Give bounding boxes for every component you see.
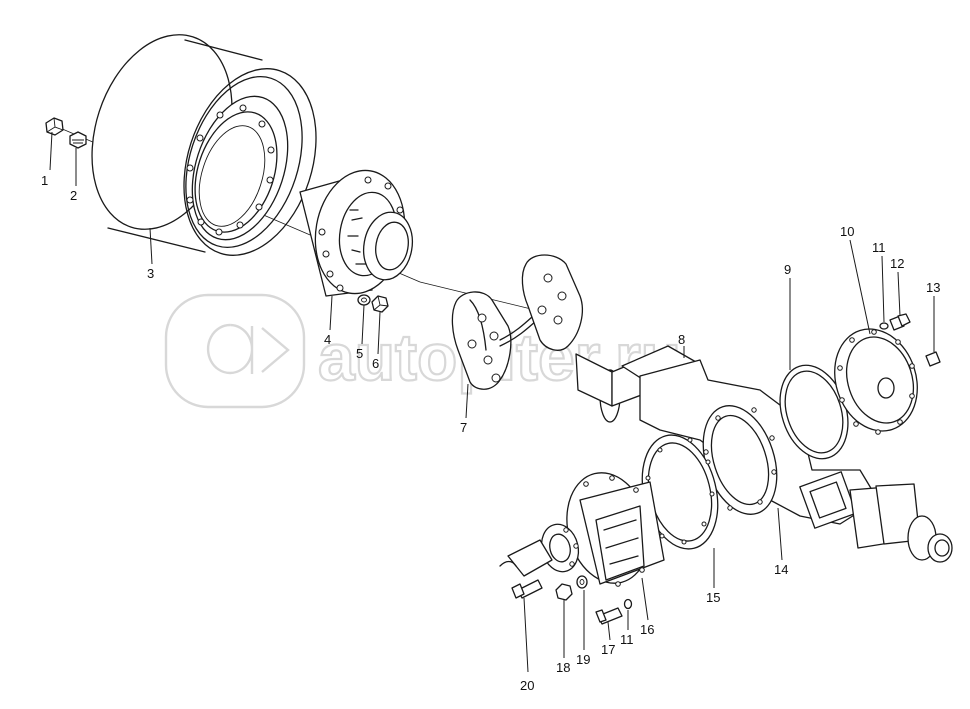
part-11-washer	[879, 322, 889, 330]
part-10-cover	[834, 328, 918, 435]
callout-11-lower: 11	[620, 632, 634, 647]
callout-9: 9	[784, 262, 791, 277]
part-2-stud	[69, 131, 87, 149]
part-4-hub	[299, 169, 414, 297]
part-12-bolt	[889, 313, 911, 331]
callout-15: 15	[706, 590, 720, 605]
part-14-axle-housing	[575, 345, 953, 563]
callout-20: 20	[520, 678, 534, 693]
part-17-bolt	[595, 607, 623, 625]
callout-17: 17	[601, 642, 615, 657]
part-7-brake-caliper	[451, 254, 583, 390]
part-6-nut	[371, 295, 389, 313]
callout-5: 5	[356, 346, 363, 361]
callout-16: 16	[640, 622, 654, 637]
callout-10: 10	[840, 224, 854, 239]
callout-7: 7	[460, 420, 467, 435]
part-5-washer	[357, 294, 371, 306]
part-20-bolt	[511, 579, 543, 599]
part-13-plug	[925, 351, 941, 367]
callout-2: 2	[70, 188, 77, 203]
callout-19: 19	[576, 652, 590, 667]
watermark-logo-arrow	[261, 327, 290, 373]
callout-13: 13	[926, 280, 940, 295]
part-11-washer-lower	[623, 598, 633, 610]
callout-18: 18	[556, 660, 570, 675]
watermark-logo-box	[164, 293, 306, 409]
part-19-washer	[576, 575, 588, 589]
callout-3: 3	[147, 266, 154, 281]
callout-12: 12	[890, 256, 904, 271]
callout-numbers: 1 2 3 4 5 6 7 8 9 10 11 12 13 14 15 16 1…	[41, 173, 940, 693]
callout-4: 4	[324, 332, 331, 347]
part-16-differential-carrier	[499, 472, 665, 587]
callout-14: 14	[774, 562, 788, 577]
callout-1: 1	[41, 173, 48, 188]
part-1-nut	[45, 117, 64, 136]
part-3-wheel-rim	[91, 34, 317, 256]
part-18-nut	[555, 583, 573, 601]
leader-lines	[49, 131, 935, 673]
callout-11: 11	[872, 240, 886, 255]
callout-6: 6	[372, 356, 379, 371]
callout-8: 8	[678, 332, 685, 347]
watermark-logo-a	[206, 323, 254, 375]
